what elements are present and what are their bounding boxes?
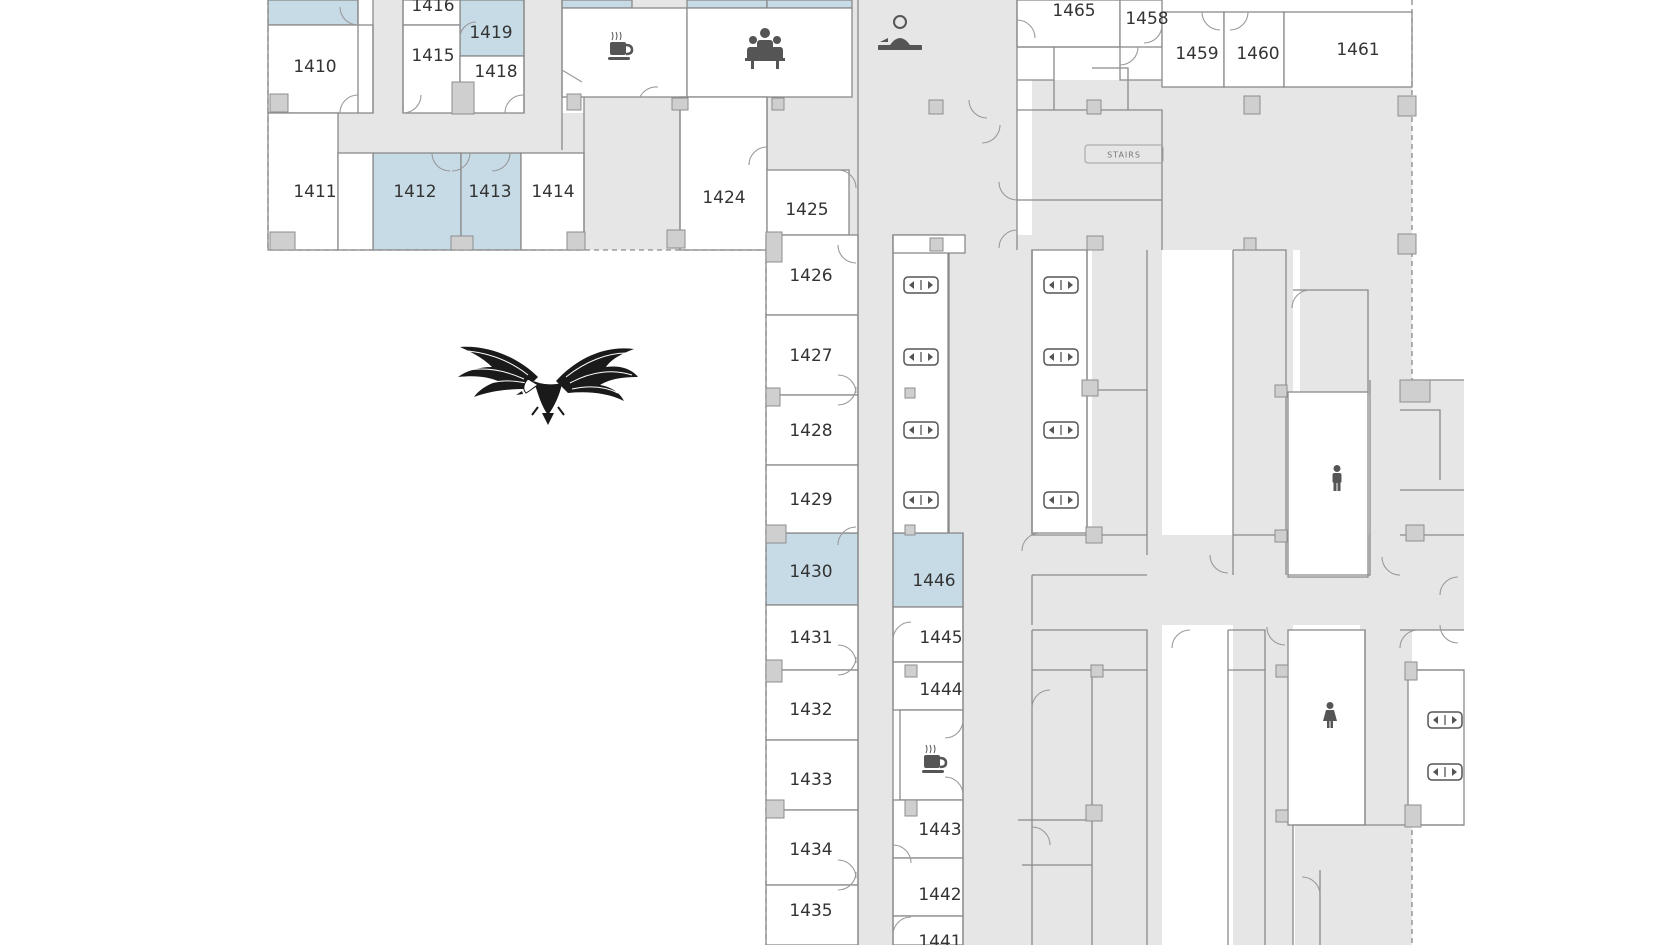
elevator-icon[interactable] xyxy=(903,276,939,294)
elevator-bank-west xyxy=(892,234,949,534)
elevator-icon[interactable] xyxy=(1043,348,1079,366)
room-1419[interactable]: 1419 xyxy=(469,23,512,43)
room-block-1415[interactable] xyxy=(402,24,461,114)
mens-restroom-icon[interactable] xyxy=(1332,465,1342,491)
doors xyxy=(339,6,1459,936)
coffee-icon[interactable] xyxy=(608,31,634,60)
room-block-1427[interactable] xyxy=(765,314,859,396)
room-strip-north-3 xyxy=(766,0,853,9)
room-block-1411[interactable] xyxy=(267,112,339,251)
columns xyxy=(269,81,1431,828)
restroom-women[interactable] xyxy=(1287,629,1366,826)
room-1443[interactable]: 1443 xyxy=(918,820,961,840)
elevator-icon[interactable] xyxy=(1043,276,1079,294)
room-strip-north-1 xyxy=(561,0,633,9)
room-1410[interactable]: 1410 xyxy=(293,57,336,77)
reception-icon[interactable] xyxy=(878,15,922,50)
room-block-1424[interactable] xyxy=(679,96,768,251)
elevator-bank-east xyxy=(1031,249,1088,534)
room-1428[interactable]: 1428 xyxy=(789,421,832,441)
elevator-bank-far-east xyxy=(1407,669,1465,826)
walls xyxy=(267,0,1464,945)
coffee-icon[interactable] xyxy=(922,744,948,773)
room-1445[interactable]: 1445 xyxy=(919,628,962,648)
room-1460[interactable]: 1460 xyxy=(1236,44,1279,64)
room-1446[interactable]: 1446 xyxy=(912,571,955,591)
restroom-men[interactable] xyxy=(1287,391,1369,578)
room-1412[interactable]: 1412 xyxy=(393,182,436,202)
corridors xyxy=(268,0,1464,945)
room-block-1433[interactable] xyxy=(765,739,859,811)
room-block-1459[interactable] xyxy=(1161,11,1225,88)
eagle-logo xyxy=(458,346,638,425)
room-block-1416-west[interactable] xyxy=(267,0,359,26)
elevator-icon[interactable] xyxy=(903,491,939,509)
room-1434[interactable]: 1434 xyxy=(789,840,832,860)
room-1441[interactable]: 1441 xyxy=(918,932,961,945)
room-1415[interactable]: 1415 xyxy=(411,46,454,66)
elevator-icon[interactable] xyxy=(903,348,939,366)
room-1427[interactable]: 1427 xyxy=(789,346,832,366)
room-1444[interactable]: 1444 xyxy=(919,680,962,700)
room-1413[interactable]: 1413 xyxy=(468,182,511,202)
elevator-icon[interactable] xyxy=(1427,763,1463,781)
room-block-1461[interactable] xyxy=(1283,11,1413,88)
room-strip-north-2 xyxy=(686,0,768,9)
meeting-room-icon[interactable] xyxy=(745,28,785,69)
room-1442[interactable]: 1442 xyxy=(918,885,961,905)
room-1416[interactable]: 1416 xyxy=(411,0,454,16)
room-1433[interactable]: 1433 xyxy=(789,770,832,790)
room-1465[interactable]: 1465 xyxy=(1052,1,1095,21)
room-1430[interactable]: 1430 xyxy=(789,562,832,582)
room-block-1411b xyxy=(337,152,374,251)
elevator-icon[interactable] xyxy=(1043,491,1079,509)
room-1431[interactable]: 1431 xyxy=(789,628,832,648)
elevator-icon[interactable] xyxy=(1043,421,1079,439)
room-1424[interactable]: 1424 xyxy=(702,188,745,208)
room-1429[interactable]: 1429 xyxy=(789,490,832,510)
stairs[interactable]: STAIRS xyxy=(1084,144,1164,164)
room-block-1446[interactable] xyxy=(892,532,964,608)
room-1461[interactable]: 1461 xyxy=(1336,40,1379,60)
room-block-1431[interactable] xyxy=(765,604,859,671)
elevator-icon[interactable] xyxy=(1427,711,1463,729)
room-1435[interactable]: 1435 xyxy=(789,901,832,921)
room-block-1416[interactable] xyxy=(402,0,461,26)
room-1432[interactable]: 1432 xyxy=(789,700,832,720)
elevator-lobby-top xyxy=(892,234,966,254)
room-labels: 1416 1419 1410 1415 1418 1411 1412 1413 … xyxy=(293,0,1379,945)
room-block-1460[interactable] xyxy=(1223,11,1285,88)
room-1425[interactable]: 1425 xyxy=(785,200,828,220)
elevator-icons xyxy=(903,276,1463,781)
room-1411[interactable]: 1411 xyxy=(293,182,336,202)
stairs-label: STAIRS xyxy=(1107,151,1141,160)
room-1418[interactable]: 1418 xyxy=(474,62,517,82)
room-block-1412[interactable] xyxy=(372,152,462,251)
room-1458[interactable]: 1458 xyxy=(1125,9,1168,29)
elevator-icon[interactable] xyxy=(903,421,939,439)
womens-restroom-icon[interactable] xyxy=(1323,702,1337,728)
room-block-1425[interactable] xyxy=(766,169,850,236)
room-1426[interactable]: 1426 xyxy=(789,266,832,286)
room-1459[interactable]: 1459 xyxy=(1175,44,1218,64)
room-1414[interactable]: 1414 xyxy=(531,182,574,202)
